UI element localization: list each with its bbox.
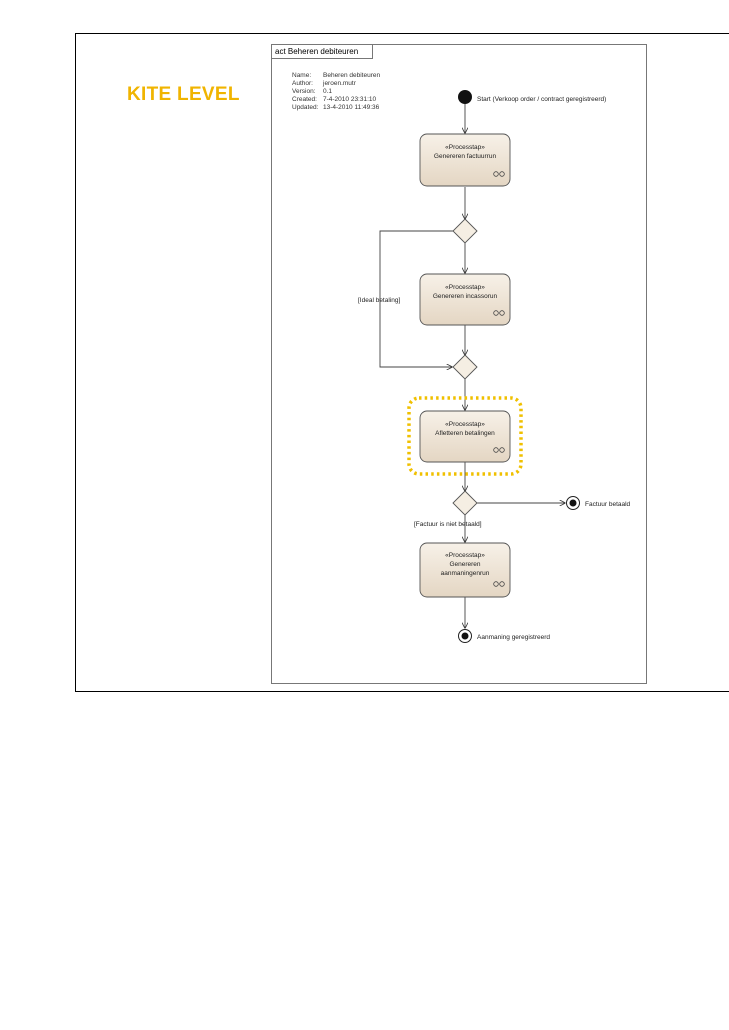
meta-row-name: Name: Beheren debiteuren bbox=[292, 72, 380, 80]
meta-row-created: Created: 7-4-2010 23:31:10 bbox=[292, 96, 380, 104]
start-node bbox=[458, 90, 472, 104]
activity-name: Afletteren betalingen bbox=[435, 430, 495, 437]
end-node-factuur-betaald bbox=[566, 496, 580, 510]
activity-name: Genereren factuurrun bbox=[434, 153, 497, 160]
activity-genereren-factuurrun: «Processtap» Genereren factuurrun bbox=[419, 133, 511, 187]
diagram-tab-label: act Beheren debiteuren bbox=[272, 45, 374, 59]
activity-name-line-1: Genereren bbox=[449, 561, 480, 568]
guard-factuur-niet-betaald: [Factuur is niet betaald] bbox=[414, 521, 482, 528]
meta-value: 13-4-2010 11:49:36 bbox=[323, 103, 380, 111]
start-label: Start (Verkoop order / contract geregist… bbox=[477, 96, 606, 103]
activity-name: Genereren incassorun bbox=[433, 293, 498, 300]
meta-row-updated: Updated: 13-4-2010 11:49:36 bbox=[292, 104, 380, 112]
activity-afletteren-betalingen: «Processtap» Afletteren betalingen bbox=[419, 410, 511, 463]
highlight-focus-box bbox=[407, 396, 523, 476]
activity-stereotype: «Processtap» bbox=[445, 284, 485, 291]
meta-key: Updated: bbox=[292, 103, 319, 111]
decision-node-betaald bbox=[452, 490, 478, 516]
end-paid-label: Factuur betaald bbox=[585, 501, 631, 508]
edge-ideal-bypass bbox=[379, 230, 453, 367]
activity-stereotype: «Processtap» bbox=[445, 144, 485, 151]
merge-node bbox=[452, 354, 478, 380]
meta-row-version: Version: 0.1 bbox=[292, 88, 380, 96]
activity-stereotype: «Processtap» bbox=[445, 421, 485, 428]
rake-icon bbox=[493, 447, 505, 453]
meta-row-author: Author: jeroen.mutr bbox=[292, 80, 380, 88]
rake-icon bbox=[493, 171, 505, 177]
guard-ideal-betaling: [Ideal betaling] bbox=[358, 297, 400, 304]
meta-key: Version: bbox=[292, 87, 316, 95]
flow-edges bbox=[379, 104, 565, 628]
meta-value: jeroen.mutr bbox=[323, 79, 356, 87]
meta-value: Beheren debiteuren bbox=[323, 72, 381, 79]
meta-value: 0.1 bbox=[323, 87, 333, 95]
rake-icon bbox=[493, 310, 505, 316]
end-node-aanmaning-geregistreerd bbox=[458, 629, 472, 643]
activity-stereotype: «Processtap» bbox=[445, 552, 485, 559]
rake-icon bbox=[493, 581, 505, 587]
slide-frame bbox=[75, 33, 729, 692]
decision-node-ideal bbox=[452, 218, 478, 244]
diagram-metadata: Name: Beheren debiteuren Author: jeroen.mu… bbox=[292, 72, 380, 112]
activity-genereren-incassorun: «Processtap» Genereren incassorun bbox=[419, 273, 511, 326]
activity-genereren-aanmaningenrun: «Processtap» Genereren aanmaningenrun bbox=[419, 542, 511, 598]
meta-key: Author: bbox=[292, 79, 313, 87]
end-reminder-label: Aanmaning geregistreerd bbox=[477, 634, 550, 641]
kite-level-banner: KITE LEVEL bbox=[127, 84, 240, 105]
activity-name-line-2: aanmaningenrun bbox=[441, 570, 490, 577]
meta-value: 7-4-2010 23:31:10 bbox=[323, 95, 377, 103]
meta-key: Name: bbox=[292, 72, 312, 79]
meta-key: Created: bbox=[292, 95, 317, 103]
